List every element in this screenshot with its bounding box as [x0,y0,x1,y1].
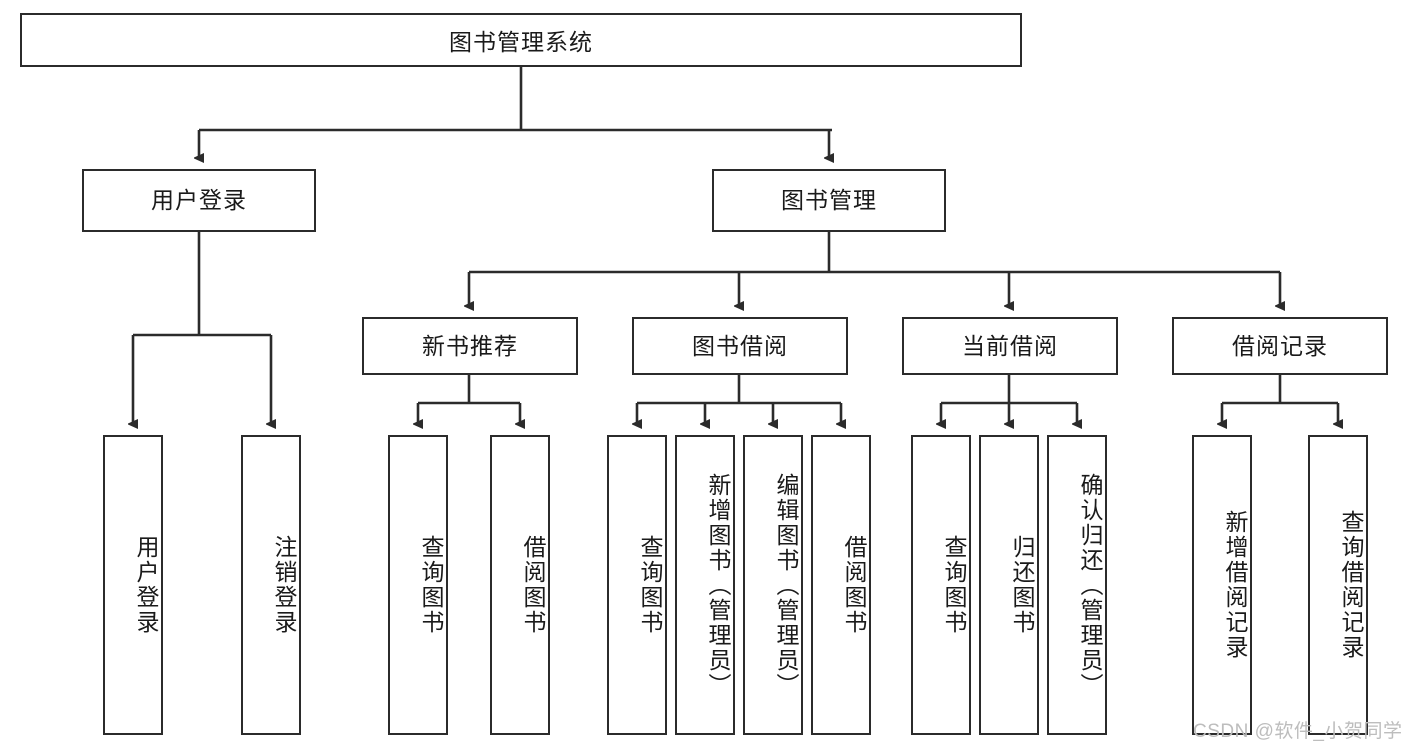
leaf-book-borrow-add-admin[interactable]: 新增图书（管理员） [675,435,735,735]
node-label: 图书借阅 [692,332,788,359]
leaf-book-borrow-edit-admin[interactable]: 编辑图书（管理员） [743,435,803,735]
node-label: 新增图书（管理员） [705,472,731,698]
leaf-current-borrow-query[interactable]: 查询图书 [911,435,971,735]
node-label: 新增借阅记录 [1222,510,1248,660]
node-label: 用户登录 [133,535,159,635]
node-label: 查询图书 [941,535,967,635]
node-user-login[interactable]: 用户登录 [82,169,316,232]
node-label: 确认归还（管理员） [1077,472,1103,698]
node-current-borrow[interactable]: 当前借阅 [902,317,1118,375]
node-label: 编辑图书（管理员） [773,472,799,698]
leaf-new-book-query[interactable]: 查询图书 [388,435,448,735]
node-label: 注销登录 [271,535,297,635]
node-new-book-recommend[interactable]: 新书推荐 [362,317,578,375]
node-label: 借阅记录 [1232,332,1328,359]
node-label: 图书管理 [781,187,877,214]
leaf-new-book-borrow[interactable]: 借阅图书 [490,435,550,735]
node-label: 查询借阅记录 [1338,510,1364,660]
leaf-borrow-record-add[interactable]: 新增借阅记录 [1192,435,1252,735]
leaf-book-borrow-query[interactable]: 查询图书 [607,435,667,735]
node-label: 新书推荐 [422,332,518,359]
leaf-user-login-login[interactable]: 用户登录 [103,435,163,735]
leaf-current-borrow-confirm-admin[interactable]: 确认归还（管理员） [1047,435,1107,735]
node-label: 查询图书 [418,535,444,635]
leaf-user-login-logout[interactable]: 注销登录 [241,435,301,735]
node-book-borrow[interactable]: 图书借阅 [632,317,848,375]
leaf-borrow-record-query[interactable]: 查询借阅记录 [1308,435,1368,735]
leaf-current-borrow-return[interactable]: 归还图书 [979,435,1039,735]
node-label: 图书管理系统 [449,29,593,55]
node-label: 借阅图书 [841,535,867,635]
node-label: 用户登录 [151,187,247,214]
leaf-book-borrow-borrow[interactable]: 借阅图书 [811,435,871,735]
node-book-management[interactable]: 图书管理 [712,169,946,232]
node-borrow-record[interactable]: 借阅记录 [1172,317,1388,375]
node-label: 借阅图书 [520,535,546,635]
node-label: 归还图书 [1009,535,1035,635]
node-root-system[interactable]: 图书管理系统 [20,13,1022,67]
watermark: CSDN @软件_小贺同学 [1193,721,1403,742]
node-label: 查询图书 [637,535,663,635]
node-label: 当前借阅 [962,332,1058,359]
